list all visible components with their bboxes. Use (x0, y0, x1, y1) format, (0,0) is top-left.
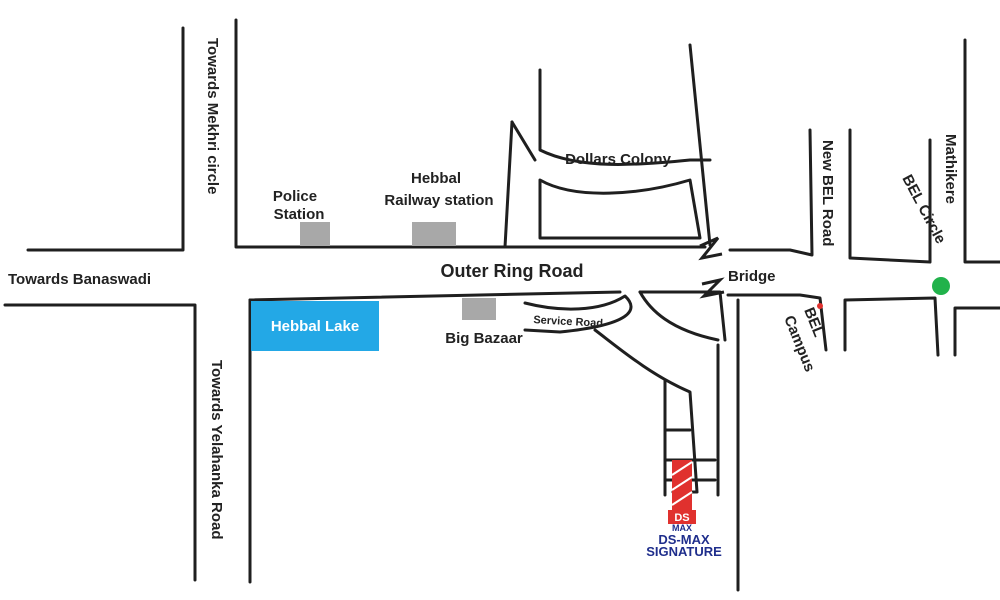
road-network (3, 18, 1000, 592)
label-ds-max-line1: DS-MAX (658, 532, 710, 547)
label-police-line1: Police (273, 188, 317, 205)
hebbal-lake-area (251, 301, 379, 351)
road-dollars-colony-upper (538, 68, 712, 166)
location-dot-icon (817, 303, 823, 309)
road-service-road-continue (593, 328, 699, 494)
ds-logo-bottom: MAX (672, 523, 692, 533)
road-mathikere-north (963, 38, 1000, 264)
label-service-road: Service Road (533, 314, 603, 330)
big-bazaar-building (462, 298, 496, 320)
label-ds-max-line2: SIGNATURE (646, 544, 722, 559)
bridge-icon (698, 236, 725, 299)
road-orr-south-main (248, 290, 622, 302)
label-towards-yelahanka-road: Towards Yelahanka Road (208, 360, 225, 540)
label-hebbal-railway-line2: Railway station (384, 192, 493, 209)
ds-logo-top: DS (674, 512, 689, 524)
road-mathikere-south (953, 306, 1000, 357)
road-orr-south-west (3, 303, 197, 582)
police-station-building (300, 222, 330, 246)
road-vertical-bridge (688, 43, 712, 247)
road-west-upper (26, 26, 185, 252)
road-bel-circle-north (848, 128, 932, 264)
map-labels: Towards Banaswadi Towards Mekhri circle … (8, 38, 959, 559)
label-dollars-colony: Dollars Colony (565, 151, 672, 168)
ds-max-logo: DS MAX (668, 510, 696, 533)
label-police-line2: Station (274, 206, 325, 223)
road-orr-north-west (234, 18, 514, 249)
label-outer-ring-road: Outer Ring Road (441, 261, 584, 281)
label-mathikere: Mathikere (942, 134, 959, 204)
building-icon (671, 460, 693, 510)
road-east-south (726, 293, 828, 352)
label-big-bazaar: Big Bazaar (445, 330, 523, 347)
roundabout-icon (932, 277, 950, 295)
road-service-road (523, 294, 633, 334)
label-towards-mekhri-circle: Towards Mekhri circle (204, 38, 221, 194)
road-bridge-south (638, 290, 727, 342)
road-new-bel-north (728, 128, 814, 257)
label-towards-banaswadi: Towards Banaswadi (8, 271, 151, 288)
road-bel-campus-east (843, 296, 940, 357)
road-dollars-colony-loop (510, 120, 537, 162)
road-service-lower (638, 290, 720, 342)
label-bel-circle: BEL Circle (898, 172, 948, 247)
label-hebbal-lake: Hebbal Lake (271, 318, 359, 335)
label-new-bel-road: New BEL Road (819, 140, 836, 246)
map-features: DS MAX (251, 222, 950, 533)
label-hebbal-railway-line1: Hebbal (411, 170, 461, 187)
label-bridge: Bridge (728, 268, 776, 285)
road-dollars-colony-lower (538, 178, 702, 240)
hebbal-railway-building (412, 222, 456, 246)
